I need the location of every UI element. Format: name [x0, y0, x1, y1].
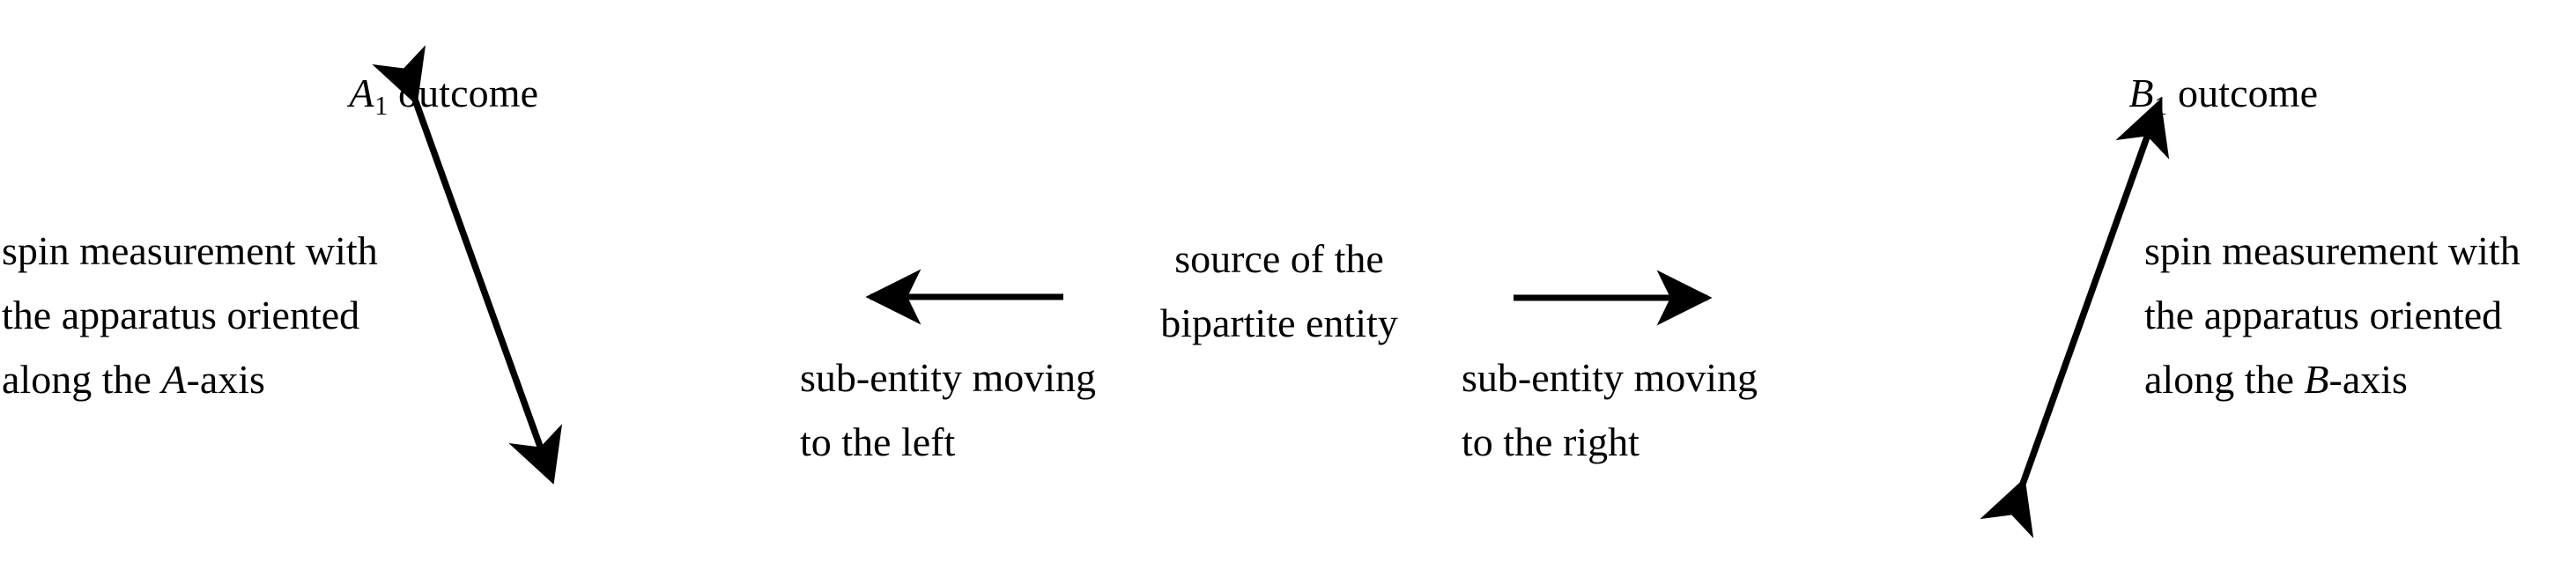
- sub-entity-right-caption: sub-entity moving to the right: [1462, 345, 1758, 474]
- sub-entity-left-line1: sub-entity moving: [800, 355, 1097, 400]
- label-a1-outcome: A1 outcome: [308, 0, 538, 203]
- left-apparatus-line2: the apparatus oriented: [2, 292, 360, 337]
- source-line2: bipartite entity: [1160, 300, 1398, 345]
- right-apparatus-line2: the apparatus oriented: [2144, 292, 2503, 337]
- source-caption: source of the bipartite entity: [1112, 226, 1447, 355]
- left-apparatus-line1: spin measurement with: [2, 228, 378, 273]
- label-a1-text: outcome: [388, 70, 539, 115]
- label-b1-symbol: B: [2128, 70, 2154, 115]
- label-b1-outcome: B1 outcome: [2088, 0, 2318, 203]
- label-a2-symbol: A: [498, 583, 522, 585]
- label-a1-symbol: A: [349, 70, 374, 115]
- label-a2-text: outcome: [537, 583, 687, 585]
- source-line1: source of the: [1174, 236, 1384, 281]
- label-b1-text: outcome: [2167, 70, 2319, 115]
- right-apparatus-line3: along the B-axis: [2144, 347, 2520, 411]
- label-b1-subscript: 1: [2154, 90, 2168, 121]
- left-apparatus-line3-suffix: -axis: [186, 357, 265, 402]
- right-apparatus-axis-symbol: B: [2304, 357, 2329, 402]
- sub-entity-left-line2: to the left: [800, 419, 956, 464]
- left-apparatus-caption: spin measurement with the apparatus orie…: [2, 218, 378, 411]
- left-apparatus-line3-prefix: along the: [2, 357, 162, 402]
- right-apparatus-caption: spin measurement with the apparatus orie…: [2144, 218, 2520, 411]
- label-b2-outcome: B2 outcome: [1902, 522, 2132, 585]
- sub-entity-right-line2: to the right: [1462, 419, 1640, 464]
- left-apparatus-axis-symbol: A: [161, 357, 187, 402]
- sub-entity-left-caption: sub-entity moving to the left: [800, 345, 1096, 474]
- right-apparatus-line3-prefix: along the: [2144, 357, 2305, 402]
- left-apparatus-line3: along the A-axis: [2, 347, 378, 411]
- sub-entity-right-line1: sub-entity moving: [1462, 355, 1758, 400]
- right-apparatus-line1: spin measurement with: [2144, 228, 2520, 273]
- label-a2-outcome: A2 outcome: [457, 509, 687, 585]
- label-a1-subscript: 1: [374, 90, 389, 121]
- right-apparatus-line3-suffix: -axis: [2328, 357, 2408, 402]
